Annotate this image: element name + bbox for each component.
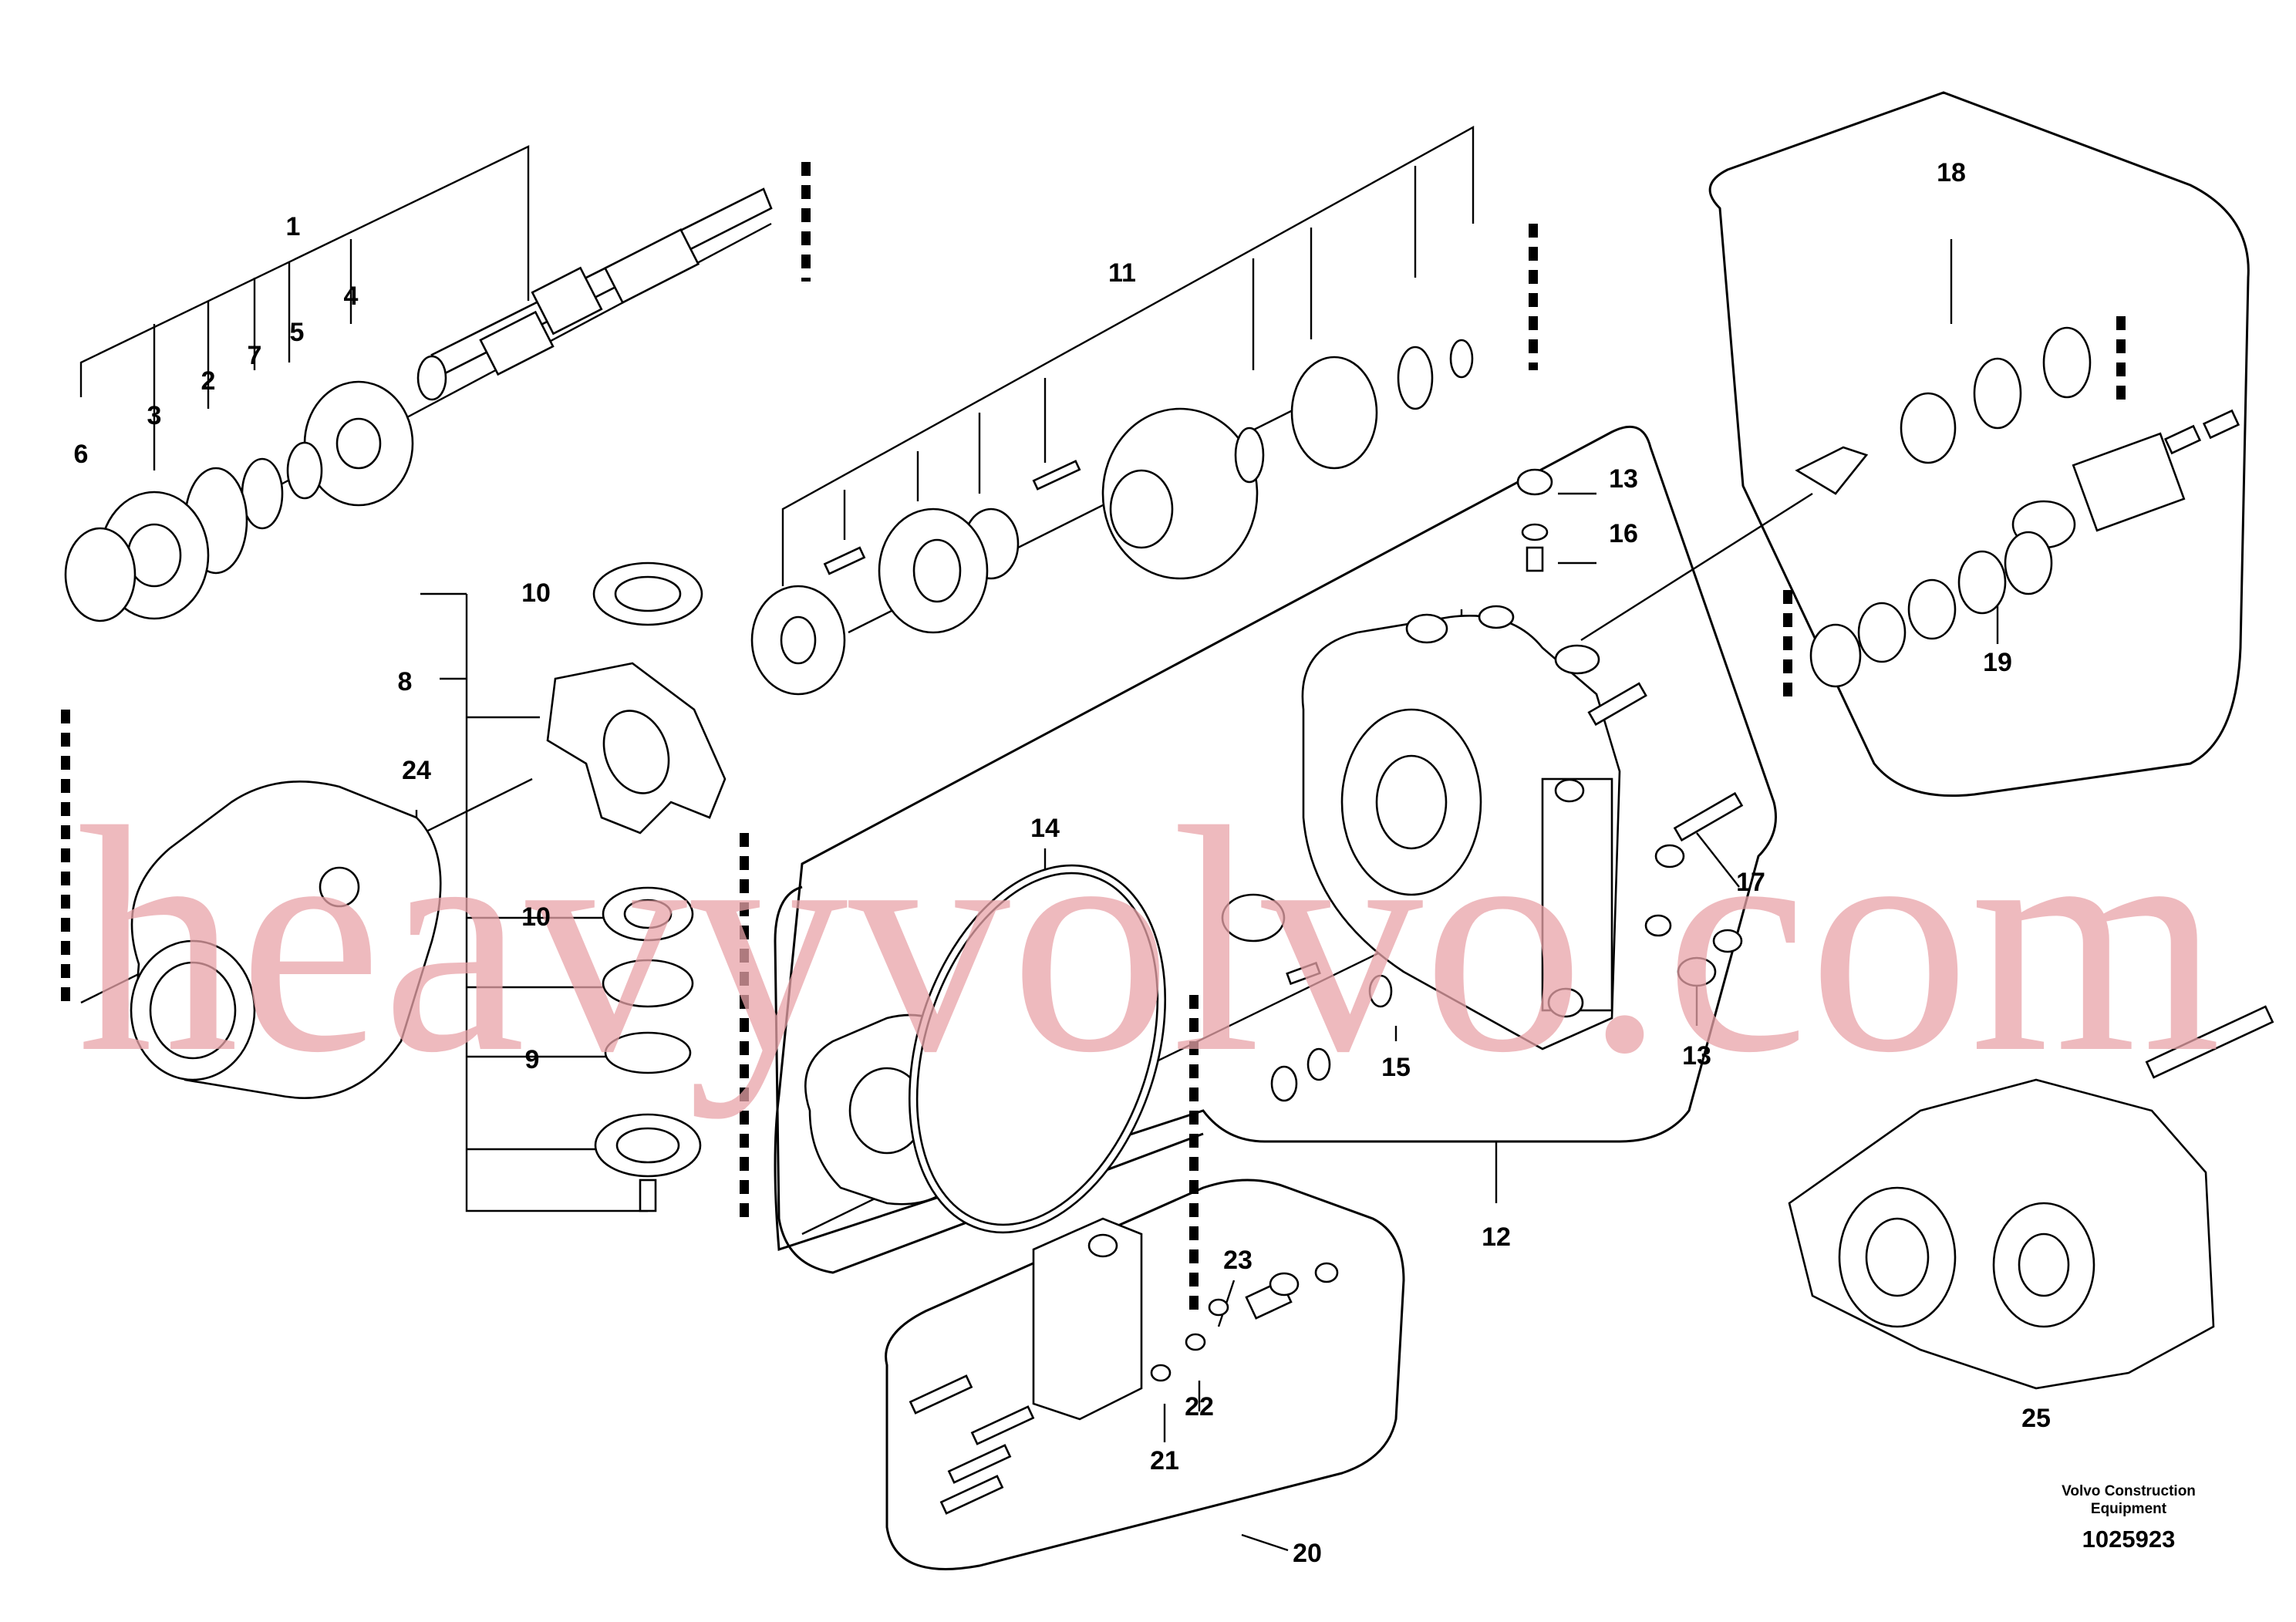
- part-plugs-bolts: [1270, 468, 1744, 1102]
- callout-2: 2: [201, 366, 216, 396]
- callout-11: 11: [1108, 258, 1136, 288]
- group-outline-14: [774, 885, 1204, 1274]
- callout-22: 22: [1185, 1392, 1214, 1421]
- callout-21: 21: [1150, 1446, 1179, 1475]
- callout-20: 20: [1293, 1539, 1322, 1568]
- callout-25: 25: [2021, 1404, 2051, 1433]
- part-solenoid-valve: [909, 1217, 1339, 1515]
- callout-6: 6: [74, 440, 89, 469]
- callout-14: 14: [1030, 814, 1060, 843]
- group-outline-18: [1708, 91, 2250, 798]
- callout-23: 23: [1223, 1246, 1253, 1275]
- part-regulator-valve: [1795, 326, 2240, 688]
- callout-19: 19: [1983, 648, 2012, 677]
- callout-8: 8: [398, 667, 413, 696]
- callout-12: 12: [1482, 1222, 1511, 1252]
- callout-7: 7: [248, 341, 262, 370]
- part-rotary-group: [750, 339, 1474, 696]
- callout-5: 5: [290, 318, 305, 347]
- part-gear-pump: [1788, 1005, 2274, 1390]
- credit-company: Volvo Construction Equipment: [2062, 1483, 2196, 1517]
- callout-4: 4: [344, 282, 359, 311]
- part-swash-plate: [546, 561, 727, 1212]
- callout-9: 9: [525, 1045, 540, 1074]
- part-port-plate: [804, 864, 1286, 1234]
- callout-16: 16: [1609, 519, 1638, 548]
- group-outline-20: [885, 1179, 1405, 1570]
- callout-24: 24: [402, 756, 431, 785]
- callout-18: 18: [1937, 158, 1966, 187]
- callout-13b: 13: [1682, 1041, 1711, 1071]
- callout-17: 17: [1736, 868, 1765, 897]
- callout-10b: 10: [521, 902, 551, 932]
- callout-15: 15: [1381, 1053, 1411, 1082]
- group-outline-12: [774, 425, 1777, 1252]
- callout-10a: 10: [521, 578, 551, 608]
- part-pump-housing: [130, 781, 442, 1099]
- callout-13a: 13: [1609, 464, 1638, 494]
- part-valve-block: [1301, 605, 1621, 1050]
- drawing-number: 1025923: [2082, 1526, 2176, 1553]
- part-shaft-assembly: [64, 187, 773, 622]
- callout-3: 3: [147, 401, 162, 430]
- watermark: heavyvolvo.com: [77, 760, 2221, 1120]
- callout-1: 1: [286, 212, 301, 241]
